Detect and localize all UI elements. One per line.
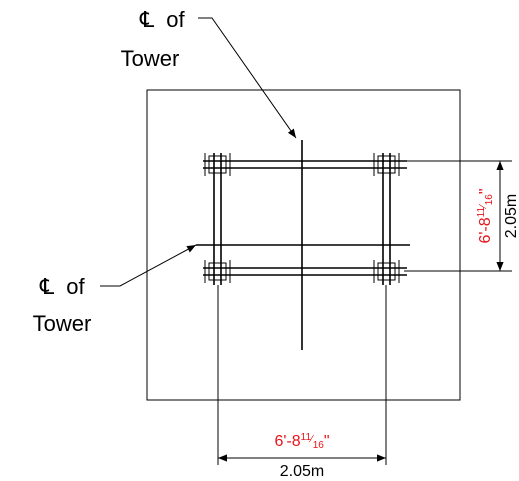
svg-text:℄ of: ℄ of: [39, 274, 86, 299]
corner-plate-top-left: [208, 155, 227, 174]
corner-plate-bottom-right: [377, 262, 396, 281]
centerline-symbol-icon: ℄: [139, 7, 155, 32]
svg-text:2.05m: 2.05m: [503, 194, 519, 238]
left-centerline-label: ℄ of Tower: [33, 274, 92, 336]
top-centerline-leader: [198, 17, 297, 139]
corner-plate-bottom-left: [208, 262, 227, 281]
vertical-dimension-metric: 2.05m: [503, 194, 519, 238]
left-centerline-leader: [100, 244, 197, 287]
foundation-pad-outline: [146, 89, 461, 401]
vertical-dimension-imperial: 6'-811⁄16": [476, 188, 495, 243]
corner-plate-top-right: [377, 155, 396, 174]
tower-frame: [203, 153, 407, 285]
svg-text:℄ of: ℄ of: [139, 7, 186, 32]
centerline-symbol-icon: ℄: [39, 274, 55, 299]
svg-text:6'-811⁄16": 6'-811⁄16": [274, 432, 329, 451]
horizontal-dimension-metric: 2.05m: [280, 463, 324, 480]
top-centerline-label: ℄ of Tower: [121, 7, 186, 71]
svg-text:Tower: Tower: [33, 311, 92, 336]
svg-text:Tower: Tower: [121, 46, 180, 71]
horizontal-dimension-imperial: 6'-811⁄16": [274, 432, 329, 451]
svg-text:6'-811⁄16": 6'-811⁄16": [476, 188, 495, 243]
